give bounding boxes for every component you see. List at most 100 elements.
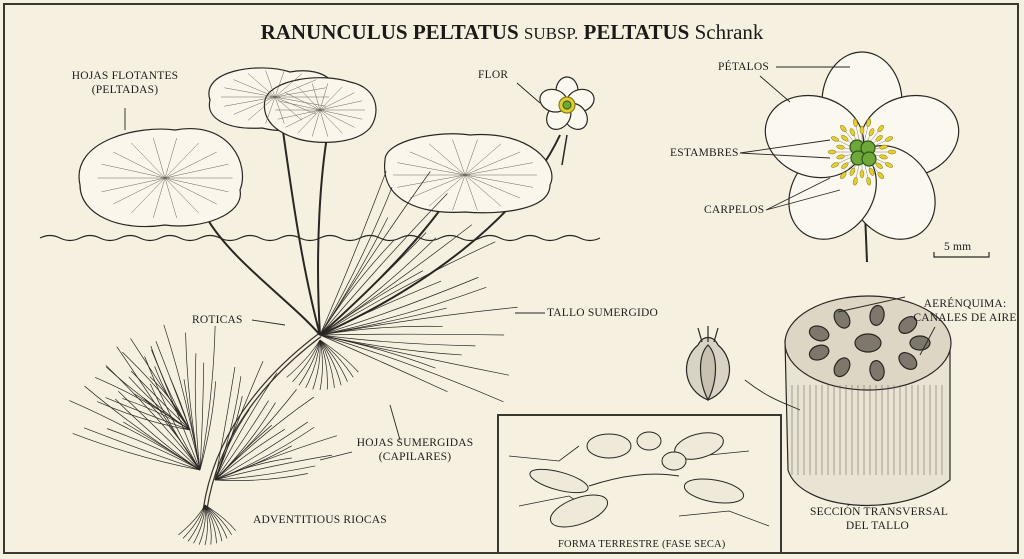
capillary-leaf-segment	[319, 232, 427, 336]
capillary-leaf-segment	[149, 383, 201, 471]
capillary-leaf-segment	[319, 334, 476, 347]
leaf-vein	[319, 109, 363, 120]
title-subspecies: PELTATUS	[583, 20, 690, 44]
leaf-vein	[319, 109, 343, 134]
leaf-vein	[277, 109, 321, 120]
capillary-leaf-segment	[319, 287, 487, 336]
leaf-vein	[233, 79, 276, 98]
capillary-leaf-segment	[194, 353, 201, 471]
capillary-leaf-segment	[214, 454, 333, 481]
leaf-vein	[274, 96, 326, 107]
leaf-vein	[311, 109, 321, 137]
leaf-vein	[265, 96, 276, 124]
leaf-vein	[113, 177, 166, 205]
leaf-vein	[164, 177, 217, 205]
label-petals: PÉTALOS	[718, 61, 769, 73]
air-canal	[808, 344, 830, 361]
adventitious-root	[319, 339, 328, 390]
leaf-vein	[319, 86, 343, 111]
leaf-vein	[297, 86, 321, 111]
capillary-leaf-segment	[319, 237, 437, 336]
adventitious-root	[193, 504, 206, 544]
petiole	[319, 209, 441, 336]
adventitious-root	[286, 339, 321, 378]
petiole	[279, 109, 321, 336]
leaf-vein	[297, 109, 321, 134]
stamen-anther	[852, 118, 858, 127]
capillary-leaf-segment	[319, 280, 442, 336]
capillary-leaf-segment	[319, 241, 496, 336]
stamen-anther	[841, 135, 849, 142]
air-canal	[833, 357, 851, 378]
leaf-vein	[452, 139, 466, 176]
leaf-vein	[464, 174, 502, 207]
capillary-leaf-segment	[319, 325, 443, 336]
stamen-anther	[849, 167, 856, 176]
air-canal	[898, 316, 918, 334]
capillary-leaf-segment	[319, 334, 436, 369]
capillary-leaf-segment	[319, 277, 479, 336]
leaf-vein	[164, 142, 199, 179]
leaf-vein	[464, 143, 502, 176]
capillary-leaf-segment	[130, 338, 191, 431]
capillary-leaf-segment	[106, 428, 201, 471]
leaf-vein	[164, 177, 177, 218]
main-stem-inner	[203, 334, 321, 511]
capillary-leaf-segment	[214, 366, 236, 481]
leaf-vein	[464, 174, 533, 188]
leaf-vein	[464, 174, 478, 211]
leaf-vein	[247, 96, 276, 121]
stamen-anther	[868, 167, 875, 176]
adventitious-root	[319, 339, 323, 391]
capillary-leaf-segment	[199, 381, 216, 471]
capillary-leaf-segment	[130, 370, 191, 431]
adventitious-root	[319, 339, 354, 378]
carpels	[849, 139, 877, 167]
air-canal	[808, 325, 830, 342]
capillary-leaf-segment	[214, 429, 285, 481]
stamen-anther	[836, 144, 845, 150]
leaf-vein	[274, 96, 303, 121]
adventitious-root	[312, 339, 321, 390]
adventitious-root	[319, 339, 359, 373]
capillary-leaf-segment	[214, 389, 297, 481]
leaf-vein	[274, 79, 317, 98]
leaf-vein	[274, 96, 285, 124]
adventitious-root	[319, 339, 335, 388]
stem-cross-section	[784, 295, 952, 506]
leaf-vein	[224, 87, 276, 98]
adventitious-root	[204, 504, 223, 542]
stamen-anther	[879, 154, 888, 160]
adventitious-root	[182, 504, 206, 539]
capillary-leaf-segment	[214, 372, 278, 481]
capillary-leaf-segment	[150, 345, 191, 431]
label-terrestrial-form: FORMA TERRESTRE (FASE SECA)	[558, 539, 726, 550]
capillary-leaf-segment	[214, 396, 315, 481]
adventitious-root	[204, 504, 232, 536]
adventitious-root	[319, 339, 348, 382]
capillary-leaf-segment	[214, 421, 309, 481]
stamen-anther	[875, 162, 883, 169]
capillary-leaf-segment	[319, 171, 387, 336]
adventitious-root	[198, 504, 206, 545]
petiole	[317, 119, 331, 336]
leader-lines	[124, 66, 936, 461]
leaf-vein	[428, 174, 466, 207]
adventitious-root	[204, 504, 208, 546]
air-canal	[854, 333, 882, 353]
label-cross-section-line1: SECCIÓN TRANSVERSAL	[810, 506, 949, 518]
stamen-anther	[831, 136, 839, 142]
leaf-vein	[153, 138, 166, 179]
adventitious-root	[204, 504, 236, 531]
label-carpels: CARPELOS	[704, 204, 765, 216]
label-submerged-stem: TALLO SUMERGIDO	[547, 307, 659, 319]
stamen-anther	[877, 124, 884, 133]
scale-bar	[933, 252, 990, 258]
leaf-vein	[233, 96, 276, 115]
capillary-leaf-segment	[319, 187, 393, 336]
title-author: Schrank	[694, 20, 764, 44]
adventitious-root	[298, 339, 321, 386]
leaf-vein	[224, 96, 276, 107]
leaf-vein	[409, 151, 466, 176]
